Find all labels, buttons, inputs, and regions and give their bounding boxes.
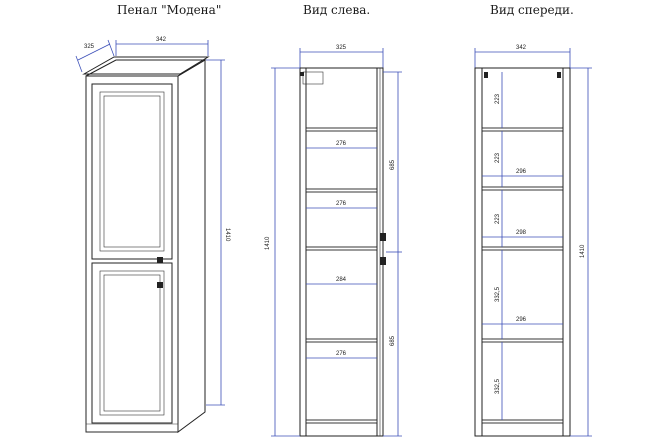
perspective-upper-door-inner [103,95,161,248]
front-dim-gap-5: 332,5 [495,378,501,394]
side-bottom-shelf [305,419,378,424]
front-dim-gap-4: 332,5 [495,286,501,302]
title-perspective: Пенал "Модена" [117,3,221,17]
side-dim-shelf-2: 276 [336,201,347,207]
dim-line-depth [77,43,111,61]
perspective-upper-door [91,83,173,260]
side-dim-upper-section: 685 [390,159,396,170]
side-dim-shelf-3: 284 [336,277,347,283]
side-dim-top-width: 325 [336,45,347,51]
front-dim-total-height: 1410 [580,244,586,258]
side-hinge-pin [300,72,304,76]
perspective-lower-door [91,262,173,424]
perspective-lower-handle [157,282,163,288]
front-dim-gap-2: 223 [495,152,501,163]
front-dim-shelf-1: 296 [516,169,527,175]
side-shelf-4 [305,338,378,343]
side-view: 325 276 276 284 276 1410 [265,45,402,437]
side-cabinet-outline [299,67,384,437]
front-dim-top-width: 342 [516,45,527,51]
side-hinge-bracket [302,71,324,85]
side-dim-total-height: 1410 [265,236,271,250]
dim-label-height: 1410 [224,228,230,242]
side-dim-lower-section: 685 [390,335,396,346]
front-dim-gap-3: 223 [495,213,501,224]
side-shelf-1 [305,127,378,132]
front-bottom-shelf [481,419,564,424]
perspective-top-face [85,59,207,77]
side-upper-knob [380,233,386,241]
side-dim-shelf-1: 276 [336,141,347,147]
front-clip-left [484,72,488,78]
front-shelf-3 [481,246,564,251]
side-lower-knob [380,257,386,265]
side-shelf-2 [305,188,378,193]
perspective-upper-handle [157,257,163,263]
perspective-lower-door-inner [103,274,161,412]
front-dim-shelf-2: 298 [516,230,527,236]
title-front-view: Вид спереди. [490,3,574,17]
perspective-lower-door-panel [99,270,165,416]
side-dim-shelf-4: 276 [336,351,347,357]
dim-ext-depth-b [107,39,115,57]
front-shelf-1 [481,127,564,132]
front-view: 342 223 223 223 332,5 332,5 296 298 296 [474,45,592,437]
title-side-view: Вид слева. [303,3,370,17]
front-dim-shelf-3: 296 [516,317,527,323]
dim-label-width: 342 [156,37,167,43]
perspective-view: 325 342 1410 [75,37,230,433]
perspective-side-face [177,59,206,433]
front-shelf-4 [481,338,564,343]
front-shelf-2 [481,186,564,191]
perspective-top-cap [82,56,210,75]
dim-label-depth: 325 [84,44,95,50]
front-dim-gap-1: 223 [495,93,501,104]
front-clip-right [557,72,561,78]
perspective-plinth [85,423,179,433]
side-shelf-3 [305,246,378,251]
perspective-upper-door-panel [99,91,165,252]
front-cabinet-outline [474,67,571,437]
dim-ext-depth-a [75,55,83,73]
